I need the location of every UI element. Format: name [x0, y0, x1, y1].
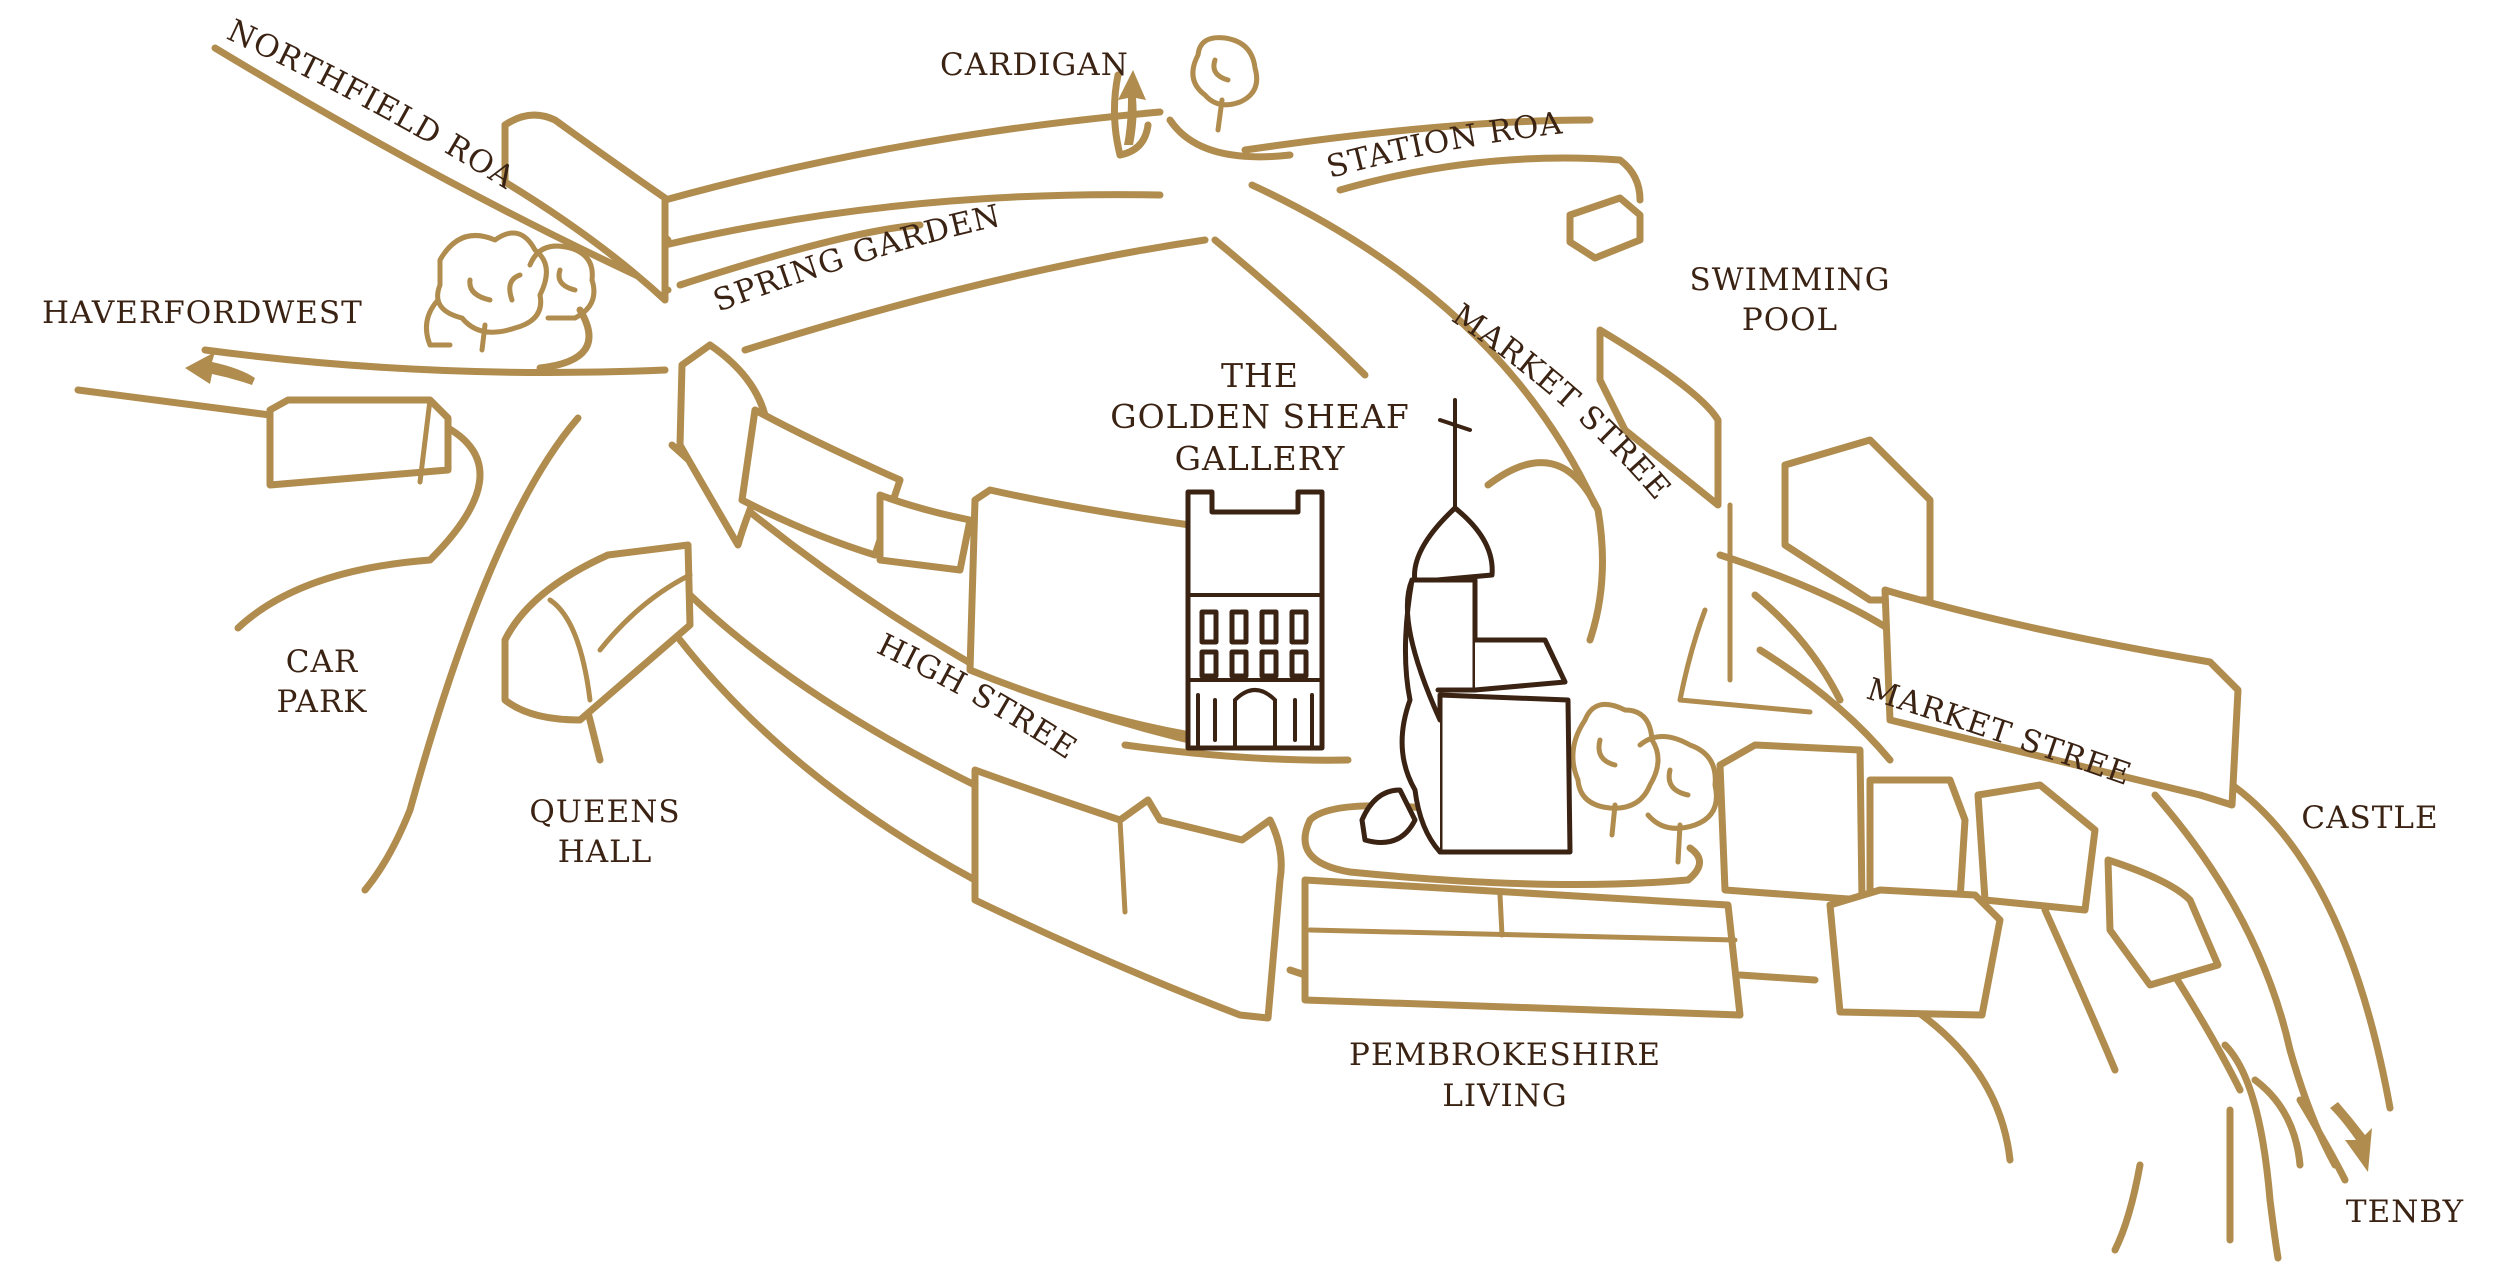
tree-icon	[423, 297, 453, 348]
station-road-edge	[1336, 154, 1644, 204]
haverfordwest-road-edge	[74, 386, 274, 419]
northfield-road-edge	[211, 44, 672, 294]
tree-icon	[1570, 701, 1661, 838]
building-east-cluster-4	[1974, 781, 2099, 914]
building-east-cluster-2	[1866, 776, 1969, 904]
swimming-pool-path	[1677, 607, 1813, 715]
golden-sheaf-gallery-building[interactable]	[1185, 489, 1325, 751]
building-east-cluster-3	[1826, 886, 2004, 1019]
label-haverfordwest: HAVERFORDWEST	[42, 295, 363, 331]
market-street-upper-edge	[1484, 459, 1606, 644]
queens-hall-road-edge	[676, 636, 979, 884]
label-queens-hall: QUEENS	[529, 794, 680, 830]
spring-gardens-edge	[676, 221, 924, 289]
tenby-road-edge	[2221, 1041, 2282, 1262]
building-east-cluster-1	[1716, 741, 1866, 904]
tenby-road-edge	[1911, 1006, 2014, 1164]
haverfordwest-road-edge	[201, 346, 669, 376]
cardigan-road-edge	[1110, 71, 1124, 159]
tenby-road-edge	[2296, 1096, 2349, 1184]
spring-gardens-edge	[741, 236, 1209, 354]
cardigan-road-edge	[1116, 121, 1152, 159]
label-car-park: CAR	[286, 644, 359, 680]
car-park-road-edge	[361, 414, 582, 894]
building-northfield	[501, 111, 669, 304]
tenby-arrow-icon	[2330, 1102, 2372, 1172]
market-street-upper-edge	[1248, 181, 1599, 509]
tree-icon	[435, 230, 549, 353]
building-east-1	[1596, 326, 1722, 509]
building-swimming-pool	[1566, 194, 1644, 262]
label-cardigan: CARDIGAN	[940, 47, 1129, 83]
label-swimming-pool: SWIMMING	[1690, 262, 1891, 298]
trees	[423, 35, 1719, 865]
cardigan-arrow-icon	[1118, 70, 1146, 145]
label-gallery: GALLERY	[1175, 439, 1346, 478]
building-queens-hall	[501, 541, 694, 724]
spring-gardens-edge	[661, 108, 1164, 204]
tree-icon	[1190, 35, 1260, 133]
buildings	[266, 111, 2242, 1022]
label-pembrokeshire-living: LIVING	[1442, 1078, 1567, 1114]
pembrokeshire-road-edge	[1736, 971, 1819, 984]
tenby-road-edge	[2041, 906, 2119, 1074]
spring-gardens-edge	[661, 191, 1164, 249]
tenby-road-edge	[2111, 1161, 2144, 1254]
tree-icon	[1637, 734, 1719, 865]
tree-icon	[527, 243, 597, 321]
label-car-park: PARK	[277, 684, 368, 720]
churchyard-path	[1301, 802, 1703, 888]
label-tenby: TENBY	[2346, 1194, 2464, 1230]
building-high-street-north-3	[876, 491, 974, 574]
building-east-cluster-5	[2104, 856, 2222, 989]
building-car-park	[266, 396, 452, 489]
haverfordwest-arrow-icon	[185, 352, 255, 385]
high-street-edge	[686, 591, 989, 794]
high-street-edge	[1121, 741, 1352, 764]
label-northfield-road: NORTHFIELD ROAD	[0, 0, 521, 197]
church-building	[1359, 398, 1573, 855]
market-street-lower-edge	[1756, 646, 1894, 764]
label-gallery: GOLDEN SHEAF	[1110, 397, 1409, 436]
cardigan-road-edge	[1166, 116, 1294, 161]
building-east-3	[1881, 586, 2242, 809]
building-pembrokeshire-living	[1301, 876, 1744, 1019]
label-swimming-pool: POOL	[1742, 302, 1838, 338]
market-street-lower-edge	[1751, 591, 1844, 704]
label-gallery: THE	[1221, 356, 1299, 395]
car-park-road-edge	[234, 424, 484, 632]
station-road-edge	[1241, 116, 1594, 154]
market-street-upper-edge	[1211, 236, 1369, 379]
building-east-2	[1781, 436, 1934, 604]
label-pembrokeshire-living: PEMBROKESHIRE	[1349, 1037, 1661, 1073]
direction-arrows	[185, 70, 2372, 1172]
tenby-road-edge	[2251, 1076, 2304, 1169]
label-queens-hall: HALL	[558, 834, 653, 870]
building-high-street-south	[971, 766, 1285, 1022]
haverfordwest-road-edge	[536, 306, 593, 372]
building-high-street-north-2	[738, 406, 904, 559]
label-castle: CASTLE	[2301, 800, 2438, 836]
